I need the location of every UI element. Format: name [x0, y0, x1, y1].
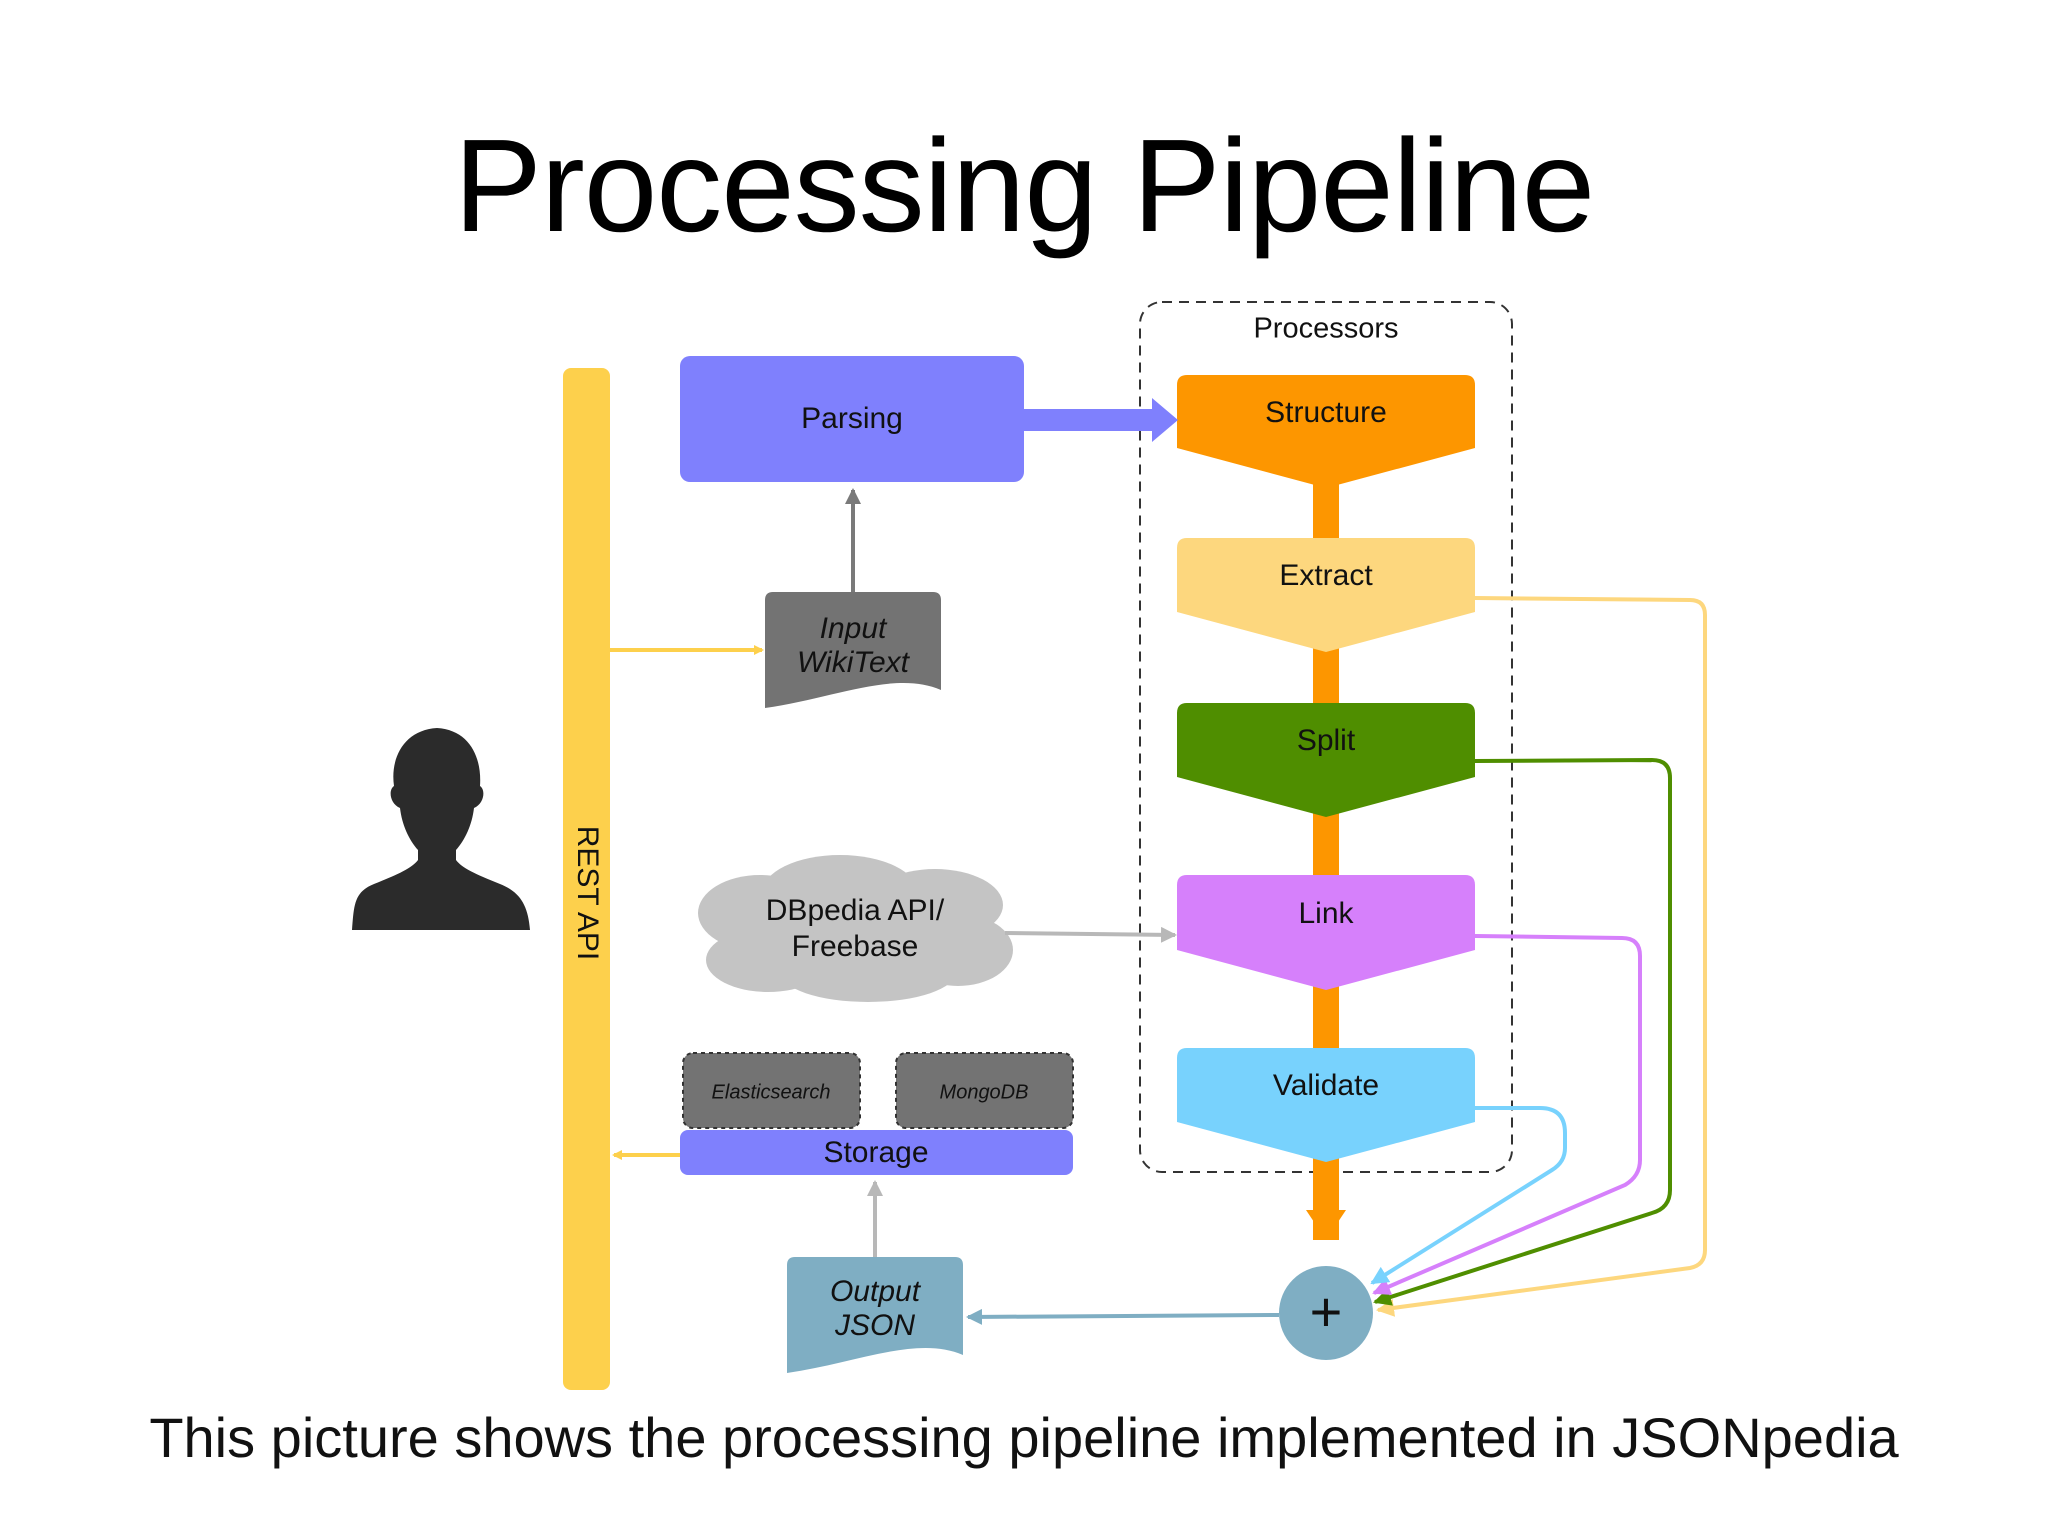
parsing-label: Parsing [801, 402, 903, 435]
extract-to-merge-arrow [1376, 596, 1707, 1317]
split-to-merge-arrow [1373, 757, 1672, 1306]
input-line1: Input [820, 612, 888, 645]
slide-title: Processing Pipeline [453, 112, 1595, 259]
parsing-box: Parsing [680, 356, 1024, 482]
user-icon [352, 728, 530, 930]
stage-split: Split [1177, 703, 1475, 817]
link-to-merge-arrow [1372, 934, 1642, 1295]
rest-api-bar: REST API [563, 368, 610, 1390]
input-line2: WikiText [797, 646, 911, 679]
slide-caption: This picture shows the processing pipeli… [149, 1406, 1899, 1469]
stage-link-label: Link [1298, 897, 1354, 930]
input-document: Input WikiText [765, 592, 941, 708]
stage-extract: Extract [1177, 538, 1475, 652]
mongodb-label: MongoDB [940, 1081, 1029, 1103]
mongodb-db: MongoDB [895, 1052, 1074, 1129]
cloud-line1: DBpedia API/ [766, 894, 945, 927]
output-line2: JSON [834, 1309, 915, 1342]
dbpedia-cloud: DBpedia API/ Freebase [698, 855, 1013, 1002]
elasticsearch-db: Elasticsearch [682, 1052, 861, 1129]
stage-structure-label: Structure [1265, 396, 1387, 429]
validate-to-merge-arrow [1370, 1106, 1567, 1285]
stage-extract-label: Extract [1279, 559, 1373, 592]
parsing-to-structure-arrow [1024, 398, 1178, 442]
elasticsearch-label: Elasticsearch [712, 1081, 831, 1103]
merge-node: + [1279, 1266, 1373, 1360]
output-line1: Output [830, 1275, 922, 1308]
rest-api-label: REST API [571, 826, 604, 961]
plus-icon: + [1310, 1280, 1343, 1343]
stage-split-label: Split [1297, 724, 1356, 757]
stage-validate-label: Validate [1273, 1069, 1379, 1102]
stage-structure: Structure [1177, 375, 1475, 488]
merge-to-output-arrow [966, 1308, 1280, 1325]
cloud-to-link-arrow [1004, 926, 1177, 943]
stage-validate: Validate [1177, 1048, 1475, 1162]
cloud-line2: Freebase [792, 930, 919, 963]
stage-link: Link [1177, 875, 1475, 990]
storage-label: Storage [823, 1136, 928, 1169]
processors-label: Processors [1253, 313, 1398, 345]
storage-box: Storage [680, 1130, 1073, 1175]
output-document: Output JSON [787, 1257, 963, 1373]
